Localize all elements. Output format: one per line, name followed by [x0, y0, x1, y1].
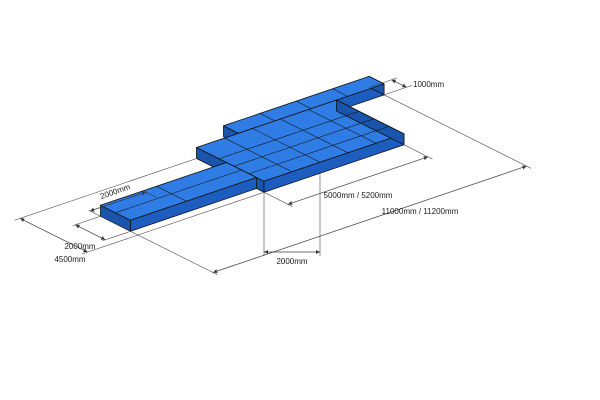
dimension-line: [19, 218, 88, 253]
left-wing-panels: [100, 162, 257, 232]
deck-panel-seams: [218, 109, 390, 175]
dimension-extension-lines: [369, 77, 413, 96]
dimension-label-deck-segment: 2000mm: [276, 257, 307, 266]
dimension-line: [75, 224, 106, 241]
dimension-deck-length: 5000mm / 5200mm: [263, 144, 433, 207]
dimension-label-deck-width: 4500mm: [54, 255, 85, 264]
dimension-line: [89, 191, 147, 212]
dimension-label-overall: 11000mm / 11200mm: [382, 207, 459, 216]
dimension-line: [212, 165, 527, 274]
dimension-label-deck-length: 5000mm / 5200mm: [324, 191, 393, 200]
dimension-label-wing-width: 2000mm: [64, 242, 95, 251]
dimension-line: [287, 156, 429, 205]
dimension-extension-lines: [14, 158, 265, 255]
dimension-deck-width: 4500mm: [14, 158, 265, 264]
dimension-label-walkway-width: 1000mm: [413, 80, 444, 89]
dimension-extension-lines: [263, 173, 321, 256]
dimension-deck-segment: 2000mm: [263, 173, 321, 266]
dimension-extension-lines: [100, 94, 532, 276]
dimension-line: [391, 79, 407, 88]
dimension-overall-length: 11000mm / 11200mm: [100, 94, 532, 276]
dimension-walkway-width: 1000mm: [369, 77, 444, 96]
walkway-panel-seams: [259, 88, 348, 122]
